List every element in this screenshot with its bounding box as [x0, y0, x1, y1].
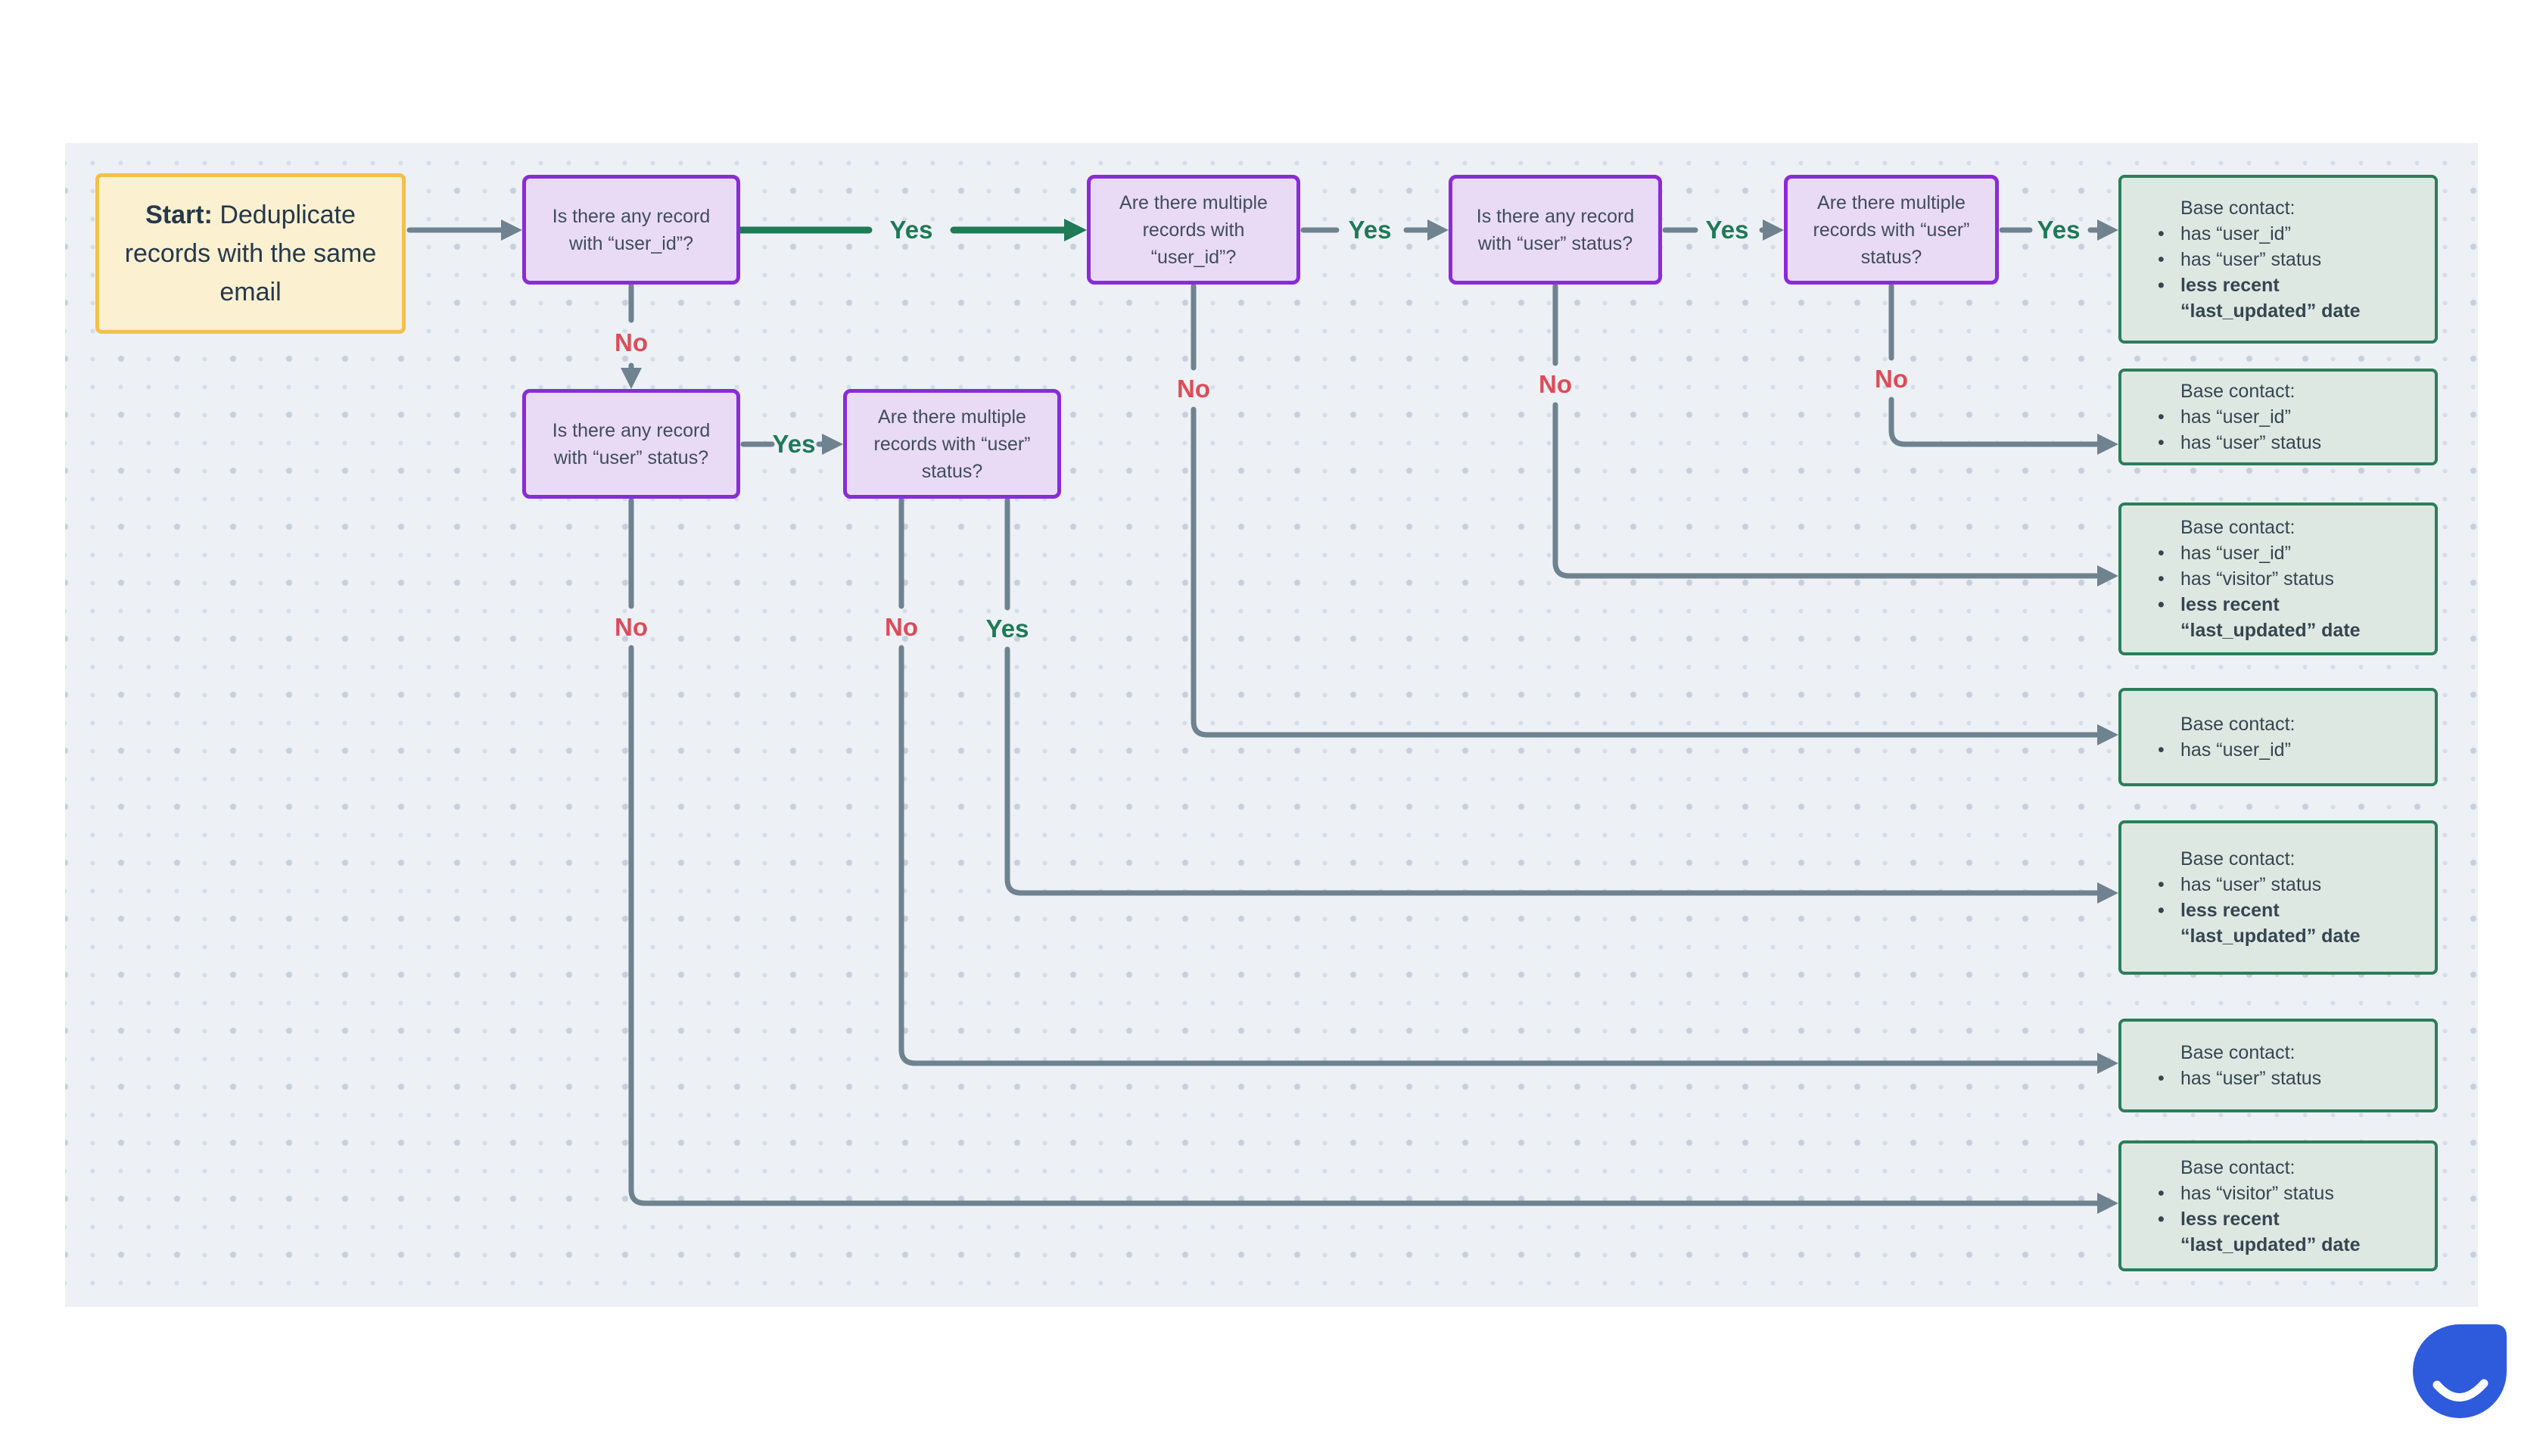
outcome-item: •has “user_id”	[2158, 540, 2418, 566]
outcome-node-2: Base contact: •has “user_id” •has “user”…	[2118, 369, 2438, 465]
decision-node-multiple-user-id: Are there multiple records with “user_id…	[1087, 175, 1300, 285]
outcome-item: •has “user” status	[2158, 1066, 2418, 1091]
bullet-icon: •	[2158, 248, 2165, 270]
edge-d6-g5-line	[1004, 497, 2099, 896]
outcome-node-3: Base contact: •has “user_id” •has “visit…	[2118, 502, 2438, 655]
arrowhead	[2097, 1053, 2118, 1074]
decision-node-any-user-id: Is there any record with “user_id”?	[522, 175, 740, 285]
outcome-node-5: Base contact: •has “user” status •less r…	[2118, 820, 2438, 975]
bullet-icon: •	[2158, 1182, 2165, 1204]
edge-label-d2-d3: Yes	[1348, 216, 1392, 244]
edge-d3-g3-line	[1552, 283, 2099, 579]
outcome-node-1: Base contact: •has “user_id” •has “user”…	[2118, 175, 2438, 344]
bullet-icon: •	[2158, 274, 2165, 296]
edge-label-d6-g6: No	[885, 613, 918, 641]
edge-label-d5-d6: Yes	[772, 430, 816, 458]
edge-label-d4-g1: Yes	[2037, 216, 2081, 244]
bullet-icon: •	[2158, 543, 2165, 564]
edge-label-d1-d5: No	[615, 328, 648, 356]
arrowhead	[2097, 882, 2118, 904]
bullet-icon: •	[2158, 568, 2165, 590]
arrowhead	[2097, 724, 2118, 745]
decision-node-multiple-user-status-second: Are there multiple records with “user” s…	[843, 389, 1061, 499]
arrowhead	[1763, 219, 1784, 241]
outcome-item: •has “user_id”	[2158, 404, 2418, 430]
bullet-icon: •	[2158, 900, 2165, 921]
outcome-title: Base contact:	[2180, 1042, 2296, 1063]
edge-d5-g7-line	[628, 497, 2099, 1206]
arrowhead-green	[1064, 219, 1087, 241]
bullet-icon: •	[2158, 432, 2165, 453]
outcome-title: Base contact:	[2180, 197, 2296, 219]
edge-label-d3-g3: No	[1539, 370, 1572, 398]
outcome-node-7: Base contact: •has “visitor” status •les…	[2118, 1140, 2438, 1271]
outcome-item: •less recent “last_updated” date	[2158, 898, 2418, 949]
bullet-icon: •	[2158, 406, 2165, 428]
edge-label-d6-g5: Yes	[985, 614, 1029, 642]
outcome-item: •less recent “last_updated” date	[2158, 1206, 2418, 1258]
edge-label-d1-d2: Yes	[889, 216, 933, 244]
arrowhead	[2097, 219, 2118, 241]
decision-node-multiple-user-status-top: Are there multiple records with “user” s…	[1784, 175, 1999, 285]
arrowhead	[822, 434, 843, 455]
flowchart-canvas: Start: Deduplicate records with the same…	[65, 143, 2478, 1307]
edge-label-d5-g7: No	[615, 613, 648, 641]
outcome-title: Base contact:	[2180, 848, 2296, 870]
arrowhead	[2097, 434, 2118, 455]
outcome-title: Base contact:	[2180, 714, 2296, 735]
start-node-text: Start: Deduplicate records with the same…	[124, 200, 377, 306]
outcome-item: •has “user” status	[2158, 872, 2418, 898]
bullet-icon: •	[2158, 1208, 2165, 1230]
outcome-title: Base contact:	[2180, 1156, 2296, 1178]
bullet-icon: •	[2158, 874, 2165, 895]
arrowhead	[2097, 565, 2118, 586]
edge-label-d4-g2: No	[1875, 365, 1908, 393]
connector-layer	[406, 219, 2118, 1214]
bullet-icon: •	[2158, 1068, 2165, 1089]
edge-label-d3-d4: Yes	[1705, 216, 1749, 244]
start-node: Start: Deduplicate records with the same…	[95, 173, 406, 334]
edge-d2-g4-line	[1191, 283, 2099, 738]
edge-d6-g6-line	[898, 497, 2099, 1066]
outcome-item: •has “user” status	[2158, 430, 2418, 456]
decision-node-any-user-status-top: Is there any record with “user” status?	[1449, 175, 1662, 285]
outcome-node-6: Base contact: •has “user” status	[2118, 1019, 2438, 1112]
decision-node-any-user-status-second: Is there any record with “user” status?	[522, 389, 740, 499]
outcome-item: •has “user” status	[2158, 247, 2418, 272]
outcome-item: •has “visitor” status	[2158, 1181, 2418, 1206]
arrowhead	[621, 368, 642, 389]
outcome-node-4: Base contact: •has “user_id”	[2118, 688, 2438, 786]
arrowhead	[1427, 219, 1449, 241]
outcome-item: •less recent “last_updated” date	[2158, 272, 2418, 324]
edge-label-d2-g4: No	[1177, 375, 1210, 403]
smile-droplet-logo-icon	[2413, 1324, 2507, 1418]
outcome-item: •less recent “last_updated” date	[2158, 592, 2418, 643]
arrowhead	[501, 219, 522, 241]
bullet-icon: •	[2158, 594, 2165, 615]
outcome-item: •has “user_id”	[2158, 221, 2418, 247]
bullet-icon: •	[2158, 222, 2165, 244]
arrowhead	[2097, 1193, 2118, 1214]
outcome-title: Base contact:	[2180, 517, 2296, 538]
smile-droplet-logo	[2410, 1321, 2510, 1421]
outcome-item: •has “user_id”	[2158, 737, 2418, 763]
outcome-item: •has “visitor” status	[2158, 566, 2418, 592]
outcome-title: Base contact:	[2180, 381, 2296, 402]
bullet-icon: •	[2158, 739, 2165, 761]
edge-d4-g2-line	[1888, 283, 2099, 447]
